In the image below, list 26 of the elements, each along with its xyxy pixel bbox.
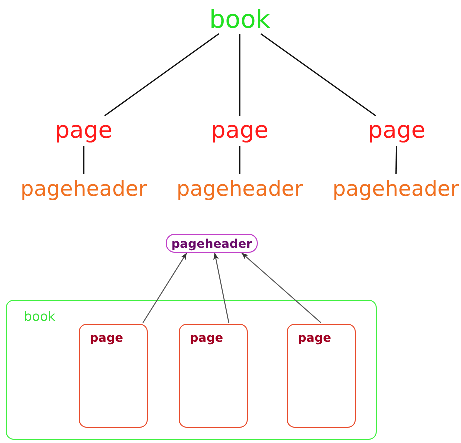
- arrow: [241, 252, 322, 324]
- box-label: page: [298, 331, 332, 345]
- tree-label: page: [367, 116, 427, 146]
- box-label: page: [90, 331, 124, 345]
- container-box: [6, 300, 377, 440]
- arrow: [142, 252, 188, 324]
- tree-label: book: [210, 4, 270, 34]
- rounded-box: [166, 234, 258, 253]
- connector-line: [260, 33, 376, 117]
- container-label: book: [24, 310, 56, 325]
- connector-line: [239, 34, 241, 116]
- page-box: [179, 324, 248, 428]
- tree-label: pageheader: [332, 174, 460, 204]
- tree-label: pageheader: [176, 174, 304, 204]
- tree-label: pageheader: [20, 174, 148, 204]
- box-label: page: [190, 331, 224, 345]
- tree-label: page: [54, 116, 114, 146]
- tree-label: page: [210, 116, 270, 146]
- connector-line: [104, 33, 220, 117]
- connector-line: [83, 146, 85, 174]
- connector-line: [396, 146, 398, 174]
- page-box: [79, 324, 148, 428]
- connector-line: [239, 146, 241, 174]
- page-box: [287, 324, 356, 428]
- box-label: pageheader: [172, 236, 252, 250]
- arrow: [214, 252, 230, 324]
